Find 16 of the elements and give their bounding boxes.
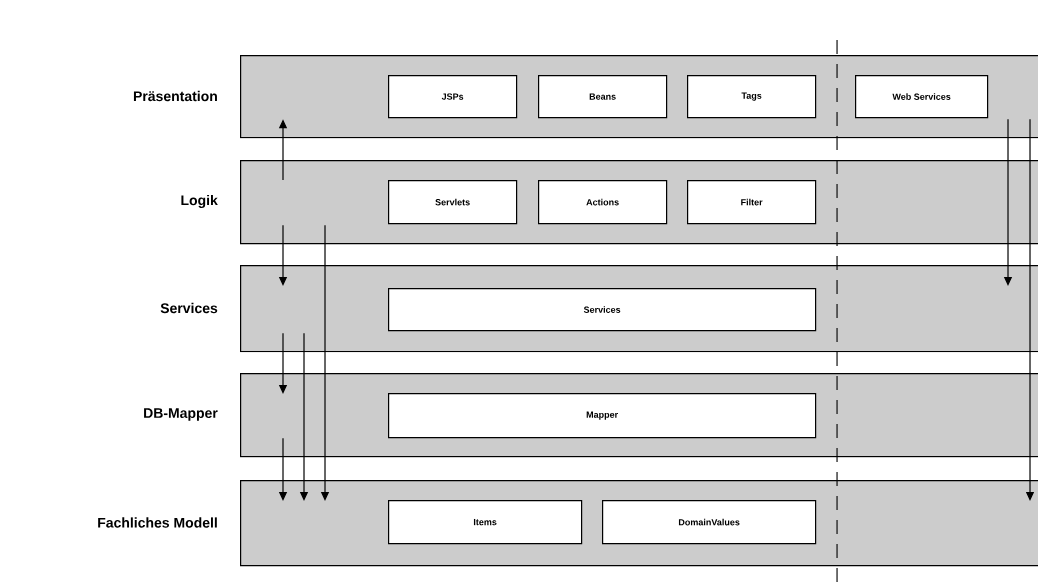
component-box: Items (388, 500, 583, 545)
layer-label: Präsentation (133, 90, 217, 102)
component-box: Mapper (388, 393, 817, 439)
component-box: Servlets (388, 180, 518, 225)
component-box: Actions (538, 180, 668, 225)
layer-label: Services (160, 302, 218, 314)
layer-label: DB-Mapper (144, 408, 218, 421)
component-box: DomainValues (602, 500, 817, 545)
layer-label: Fachliches Modell (98, 517, 217, 528)
component-box: Filter (687, 180, 817, 225)
component-box: Beans (538, 75, 668, 119)
component-box: Services (388, 288, 817, 332)
component-box: Tags (687, 75, 817, 119)
layer-label: Logik (181, 194, 218, 209)
component-box: Web Services (855, 75, 989, 119)
component-box: JSPs (388, 75, 518, 119)
